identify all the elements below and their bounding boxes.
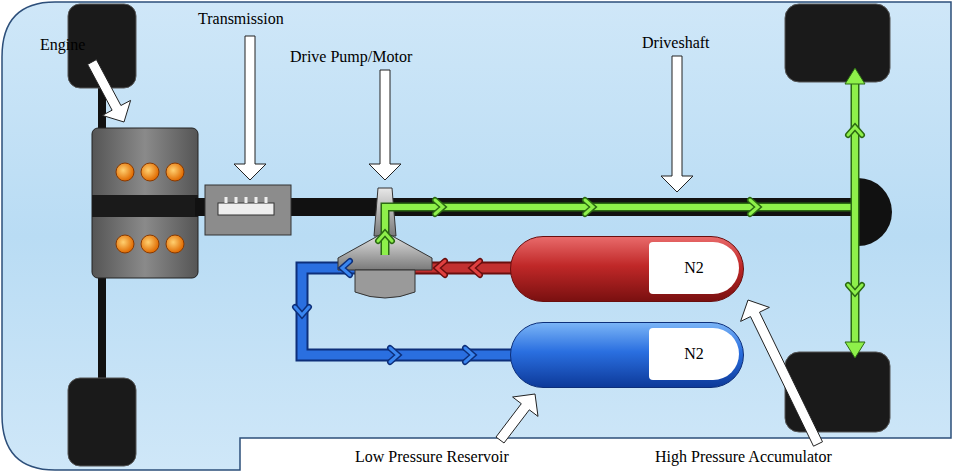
low-pressure-line (302, 268, 512, 355)
tank-text: N2 (684, 345, 704, 363)
differential (858, 178, 892, 246)
part-label: Drive Pump/Motor (290, 48, 412, 66)
callout-arrow (369, 70, 401, 180)
tank-text: N2 (684, 259, 704, 277)
tank-panel: N2 (649, 242, 739, 294)
part-label: Driveshaft (642, 34, 710, 52)
part-label: Transmission (198, 10, 284, 28)
callout-arrow (661, 56, 693, 192)
part-label: High Pressure Accumulator (655, 448, 832, 466)
power-flow-line (851, 78, 860, 348)
engine-block (92, 128, 198, 278)
callout-arrows (88, 36, 823, 446)
power-flow-line (852, 78, 858, 348)
part-label: Engine (40, 36, 85, 54)
callout-arrow (88, 60, 131, 122)
low-pressure-line (302, 268, 512, 355)
tank-panel: N2 (649, 328, 739, 380)
wheel (68, 378, 136, 466)
callout-arrow (234, 36, 266, 180)
callout-arrow (741, 300, 823, 446)
part-label: Low Pressure Reservoir (355, 448, 509, 466)
wheel (785, 4, 890, 82)
arrowhead (845, 68, 865, 358)
nitrogen-tank: N2 (510, 236, 744, 302)
transmission-box (205, 185, 291, 235)
nitrogen-tank: N2 (510, 322, 744, 388)
callout-arrow (496, 394, 538, 443)
